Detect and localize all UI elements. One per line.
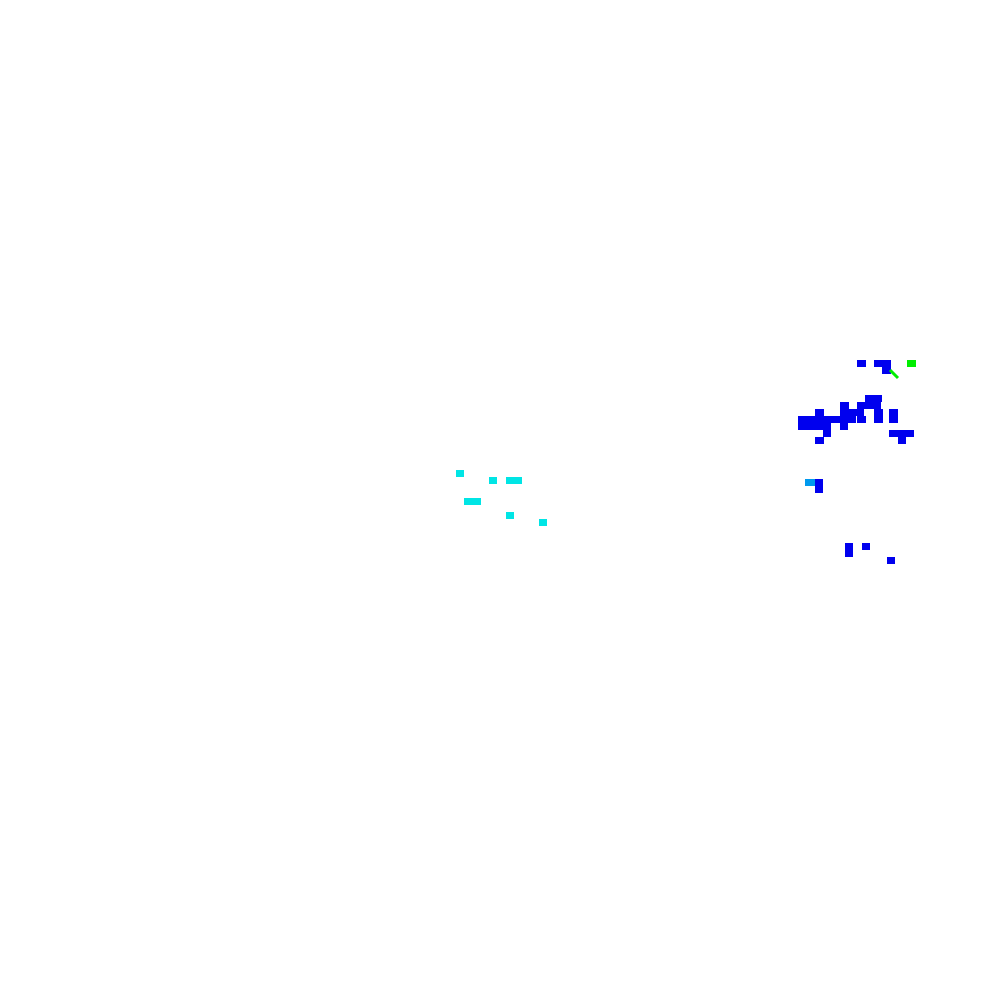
cyan-cell — [489, 477, 497, 484]
green-cell — [907, 360, 916, 367]
blue-cell — [823, 430, 831, 437]
blue-cell — [889, 430, 914, 437]
blue-cell — [857, 416, 866, 423]
blue-cell — [815, 479, 823, 486]
blue-cell — [874, 409, 883, 416]
green-cluster-northeast — [907, 360, 916, 367]
blue-cell — [798, 423, 806, 430]
blue-cell — [857, 402, 881, 409]
blue-cell — [840, 423, 848, 430]
blue-cell — [857, 360, 866, 367]
cyan-cell — [456, 470, 464, 477]
blue-cell — [889, 409, 898, 416]
cyan-cell — [506, 512, 514, 519]
blue-cell — [840, 402, 849, 409]
blue-cluster-east — [798, 360, 914, 564]
blue-cell — [887, 557, 895, 564]
blue-cell — [806, 423, 831, 430]
blue-cell — [874, 360, 891, 367]
blue-cell — [815, 486, 823, 493]
blue-cell — [798, 416, 856, 423]
blue-cell — [840, 409, 864, 416]
blue-cell — [865, 395, 882, 402]
blue-cell — [874, 416, 883, 423]
blue-cell — [845, 543, 853, 550]
cyan-cell — [464, 498, 481, 505]
blue-cell — [815, 437, 824, 444]
blue-cell — [862, 543, 870, 550]
mid-blue-cell — [805, 479, 815, 486]
mid-blue-cluster — [805, 479, 815, 486]
cyan-cluster-center — [456, 470, 547, 526]
green-stroke — [888, 368, 900, 380]
blue-cell — [882, 367, 891, 374]
blue-cell — [889, 416, 898, 423]
blue-cell — [845, 550, 853, 557]
blue-cell — [815, 409, 824, 416]
cyan-cell — [506, 477, 522, 484]
cyan-cell — [539, 519, 547, 526]
blue-cell — [898, 437, 906, 444]
